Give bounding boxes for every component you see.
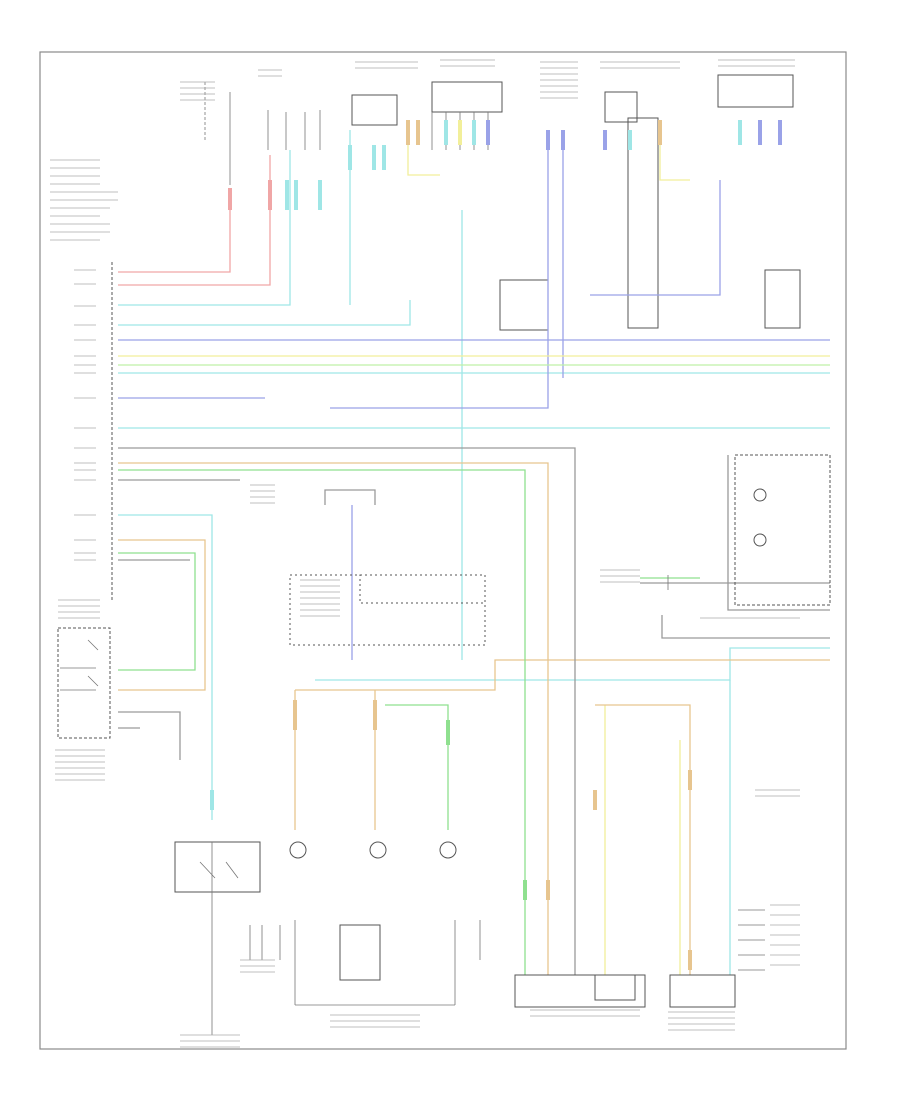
turn-signal-multifunction-switch [351, 94, 398, 126]
wire-tan-2 [118, 539, 206, 691]
wire-cyan-2 [118, 300, 411, 326]
wire-blue-4 [590, 180, 721, 296]
wire-red-1 [118, 190, 231, 273]
front-control-module [764, 269, 801, 329]
wire-gray-6 [118, 711, 181, 760]
wire-green-1 [118, 469, 526, 975]
junction-block [289, 574, 486, 646]
wire-tan-5 [595, 704, 691, 975]
stoplamp-switch [204, 82, 321, 185]
center-connector [499, 279, 549, 331]
hazard-flasher-module [174, 841, 261, 893]
wire-cyan-1 [118, 150, 291, 306]
wire-tan-4 [294, 690, 376, 830]
gauge-2 [753, 533, 767, 547]
lamp-3 [439, 841, 457, 859]
wire-tan-3 [295, 659, 830, 691]
body-control-module [57, 262, 113, 739]
wire-blue-3 [330, 130, 549, 409]
fog-lamp-relay [339, 924, 381, 981]
diagram-frame [39, 51, 847, 1050]
wire-gray-9 [661, 615, 830, 639]
instrument-panel-cluster [734, 454, 831, 606]
remote-control-door-lock-receiver [57, 627, 111, 739]
junction-inner [359, 574, 486, 604]
wire-cyan-8 [315, 647, 830, 681]
trailer-brake-module [669, 974, 736, 1008]
wire-green-2 [118, 552, 196, 671]
wire-cyan-7 [118, 514, 213, 820]
wire-gray-8 [727, 455, 830, 611]
turn-signal-switch-right [604, 91, 638, 123]
trailer-connector-inner [594, 974, 636, 1001]
right-connector-box [627, 117, 659, 329]
wires [118, 130, 830, 975]
wire-yellow-4 [604, 705, 681, 975]
wire-gray-4 [324, 489, 376, 505]
wire-yellow-3 [659, 130, 690, 181]
wire-gray-1 [118, 447, 576, 975]
connector-stubs [210, 120, 782, 970]
gauge-1 [753, 488, 767, 502]
trailer-connector-module [514, 974, 646, 1008]
wire-tan-1 [118, 462, 549, 975]
wire-red-2 [118, 155, 271, 286]
headlamp-switch-module [717, 74, 794, 108]
lamp-1 [289, 841, 307, 859]
lamp-2 [369, 841, 387, 859]
wire-green-3 [385, 704, 449, 830]
wire-yellow-2 [407, 130, 440, 176]
hazard-switch-module [431, 81, 503, 113]
pin-label-marks [50, 59, 800, 1048]
